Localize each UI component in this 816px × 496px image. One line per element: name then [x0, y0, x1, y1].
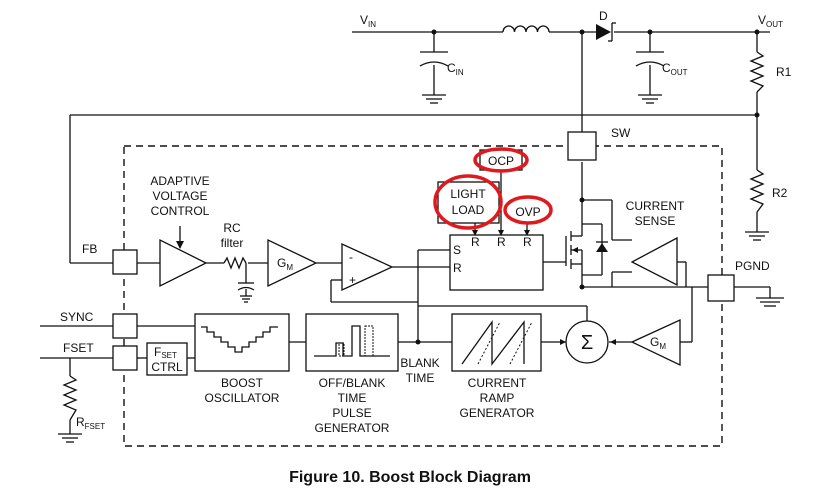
- ovp-label: OVP: [515, 205, 540, 219]
- summing-output-wiring: [418, 305, 588, 345]
- ground-r2: [745, 231, 769, 241]
- gm-amplifier: [267, 238, 318, 288]
- vin-label: VIN: [360, 13, 376, 29]
- latch-r-light-load: R: [471, 235, 480, 249]
- junction-dots: [415, 29, 760, 345]
- comparator-minus: -: [349, 250, 353, 264]
- current-sense-amplifier: [630, 236, 678, 287]
- pwm-comparator: [341, 242, 394, 292]
- vout-label: VOUT: [758, 13, 783, 29]
- pgnd-label: PGND: [735, 259, 770, 273]
- capacitor-cin: [419, 51, 449, 104]
- power-mosfet: [565, 223, 608, 276]
- cin-label: CIN: [447, 61, 464, 77]
- pulse-gen-line-4: GENERATOR: [315, 421, 390, 435]
- latch-s: S: [453, 243, 461, 257]
- sync-label: SYNC: [60, 310, 94, 324]
- fset-label: FSET: [63, 341, 94, 355]
- light-load-line-2: LOAD: [452, 203, 485, 217]
- current-sense-line-1: CURRENT: [626, 199, 685, 213]
- avc-line-3: CONTROL: [151, 204, 210, 218]
- latch-r-ovp: R: [523, 235, 532, 249]
- fset-ctrl-line-2: CTRL: [151, 360, 183, 374]
- fset-ctrl-line-1: FSET: [154, 345, 177, 360]
- current-sense-wiring: [611, 239, 687, 287]
- ramp-line-1: CURRENT: [468, 376, 527, 390]
- avc-arrow: [176, 241, 184, 249]
- current-sense-line-2: SENSE: [635, 214, 676, 228]
- gm-sense-label: GM: [650, 335, 666, 351]
- rc-filter-capacitor: [237, 282, 255, 303]
- ovp-highlight-ellipse: [503, 195, 553, 225]
- light-load-highlight-ellipse: [433, 174, 503, 230]
- power-stage-wiring: [69, 31, 770, 288]
- sync-pin: [112, 313, 138, 339]
- r2-label: R2: [772, 186, 788, 200]
- fb-label: FB: [82, 242, 97, 256]
- r1-label: R1: [776, 65, 792, 79]
- latch-r: R: [453, 261, 462, 275]
- rc-filter-resistor: [223, 256, 247, 270]
- pgnd-pin: [707, 274, 735, 302]
- ramp-line-3: GENERATOR: [460, 406, 535, 420]
- rc-line-1: RC: [223, 221, 241, 235]
- diode-d: [596, 22, 616, 42]
- pulse-gen-line-2: TIME: [338, 391, 367, 405]
- sw-pin: [567, 131, 597, 161]
- pulse-gen-line-3: PULSE: [332, 406, 371, 420]
- blank-time-line-2: TIME: [406, 371, 435, 385]
- pulse-gen-line-1: OFF/BLANK: [319, 376, 386, 390]
- ocp-label: OCP: [488, 154, 514, 168]
- blank-time-line-1: BLANK: [400, 356, 439, 370]
- ocp-highlight-ellipse: [473, 147, 529, 173]
- control-latch: [449, 234, 544, 291]
- diode-label: D: [599, 9, 608, 23]
- resistor-r1: [749, 51, 765, 93]
- ground-rfset: [58, 433, 82, 443]
- light-load-line-1: LIGHT: [450, 187, 486, 201]
- capacitor-cout: [635, 51, 665, 104]
- latch-r-ocp: R: [497, 235, 506, 249]
- boost-osc-line-2: OSCILLATOR: [205, 391, 280, 405]
- figure-caption: Figure 10. Boost Block Diagram: [289, 469, 531, 486]
- current-ramp-block: [451, 313, 542, 372]
- fset-ctrl-block: [146, 342, 188, 376]
- sw-label: SW: [611, 126, 631, 140]
- comparator-plus: +: [349, 273, 356, 287]
- gm-label: GM: [277, 256, 293, 272]
- light-load-block: [437, 181, 500, 224]
- gm-sense-wiring: [609, 287, 693, 345]
- ramp-line-2: RAMP: [480, 391, 515, 405]
- resistor-rfset: [62, 375, 78, 421]
- rc-line-2: filter: [221, 236, 244, 250]
- error-amplifier: [159, 238, 208, 288]
- feedback-chain-wiring: [137, 226, 450, 283]
- comparator-plus-wiring: [330, 249, 450, 342]
- ramp-waveform-icon: [461, 319, 533, 366]
- cout-label: COUT: [662, 61, 688, 77]
- pulse-waveform-icon: [314, 325, 390, 357]
- ground-pgnd: [756, 287, 784, 307]
- boost-osc-line-1: BOOST: [221, 376, 264, 390]
- oscillator-waveform-icon: [201, 326, 278, 353]
- inductor: [502, 25, 550, 33]
- avc-line-1: ADAPTIVE: [150, 174, 209, 188]
- fset-pin: [112, 345, 138, 371]
- fb-pin: [112, 249, 138, 275]
- sync-fset-wiring: [40, 325, 195, 434]
- boost-oscillator-block: [194, 313, 290, 372]
- resistor-r2: [749, 169, 765, 213]
- sigma-symbol: Σ: [581, 332, 593, 354]
- rfset-label: RFSET: [76, 415, 105, 431]
- avc-line-2: VOLTAGE: [153, 189, 208, 203]
